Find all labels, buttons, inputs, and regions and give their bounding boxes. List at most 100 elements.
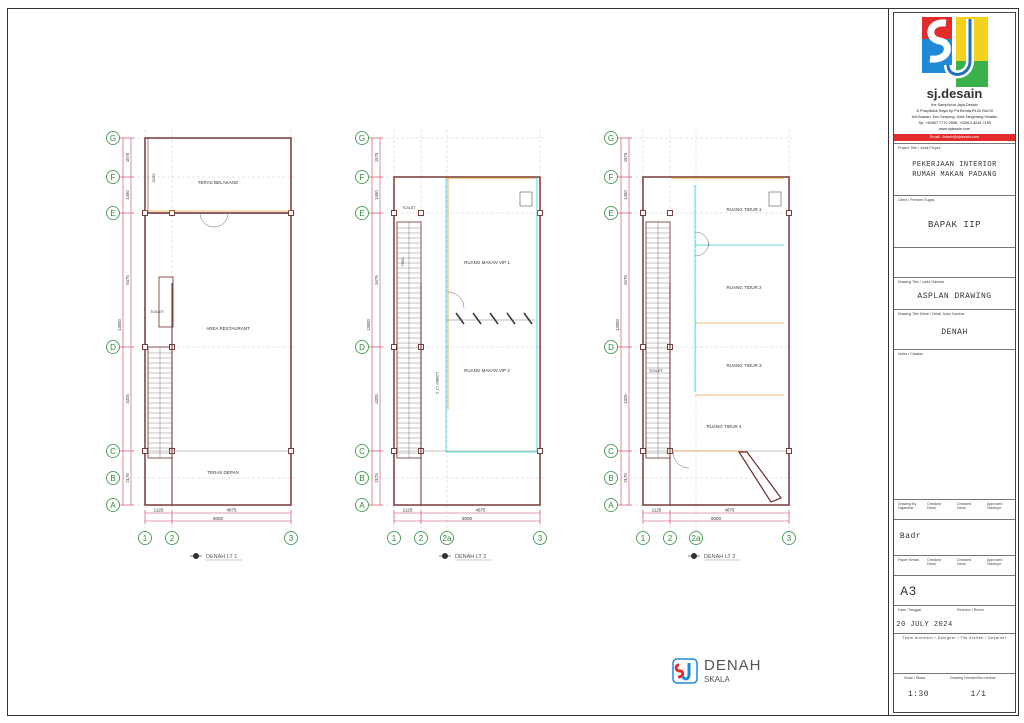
column-post [640,210,646,216]
door-swing-3 [672,451,690,469]
dim-left-3: 4325 [125,394,130,404]
grid-bubble-D [106,340,120,354]
grid-bubble-G [355,131,369,145]
room-label-tidur-3: RUANG TIDUR 3 [727,363,762,368]
grid-label-D: D [359,343,365,352]
grid-label-E: E [359,209,364,218]
column-post [667,210,673,216]
dim-total-height: 13000 [615,319,620,331]
grid-col-bubble-3 [533,531,547,545]
grid-col-bubble-2 [414,531,428,545]
grid-bubble-E [355,206,369,220]
grid-bubble-D [355,340,369,354]
drawn-by-label: Drawing By Digambar [898,502,917,510]
grid-label-B: B [110,474,115,483]
grid-label-E: E [110,209,115,218]
grid-label-F: F [609,173,614,182]
grid-bubble-F [355,170,369,184]
grid-label-C: C [608,447,614,456]
grid-label-F: F [360,173,365,182]
grid-col-label-1: 1 [392,534,397,543]
dim-bottom-total: 6000 [711,516,722,521]
project-label: Project Title / Judul Proyek [898,146,941,150]
drawn-by-header: Drawing By Digambar Checked Dicek Checke… [894,500,1015,520]
room-label-vip-1: RUANG MAKAN VIP 1 [464,260,510,265]
dim-left-4: 2175 [623,473,628,483]
company-address-2: Kel.Buaran, Kec.Serpong, Kota Tangerang … [911,115,998,119]
grid-label-C: C [359,447,365,456]
project-cell: Project Title / Judul Proyek PEKERJAAN I… [894,144,1015,196]
column-post [169,210,175,216]
grid-col-bubble-1 [636,531,650,545]
grid-label-D: D [608,343,614,352]
notes-cell: Notes / Catatan [894,350,1015,500]
drawing-title-label: Drawing Title / Judul Gambar [898,280,945,284]
grid-bubble-G [604,131,618,145]
outer-wall [144,137,292,506]
ac-unit [519,191,533,207]
column-post [418,210,424,216]
dim-bottom-2: 4875 [724,508,735,513]
grid-bubble-A [106,498,120,512]
dim-bottom-1: 1125 [154,508,164,513]
paper-size: A3 [900,584,917,599]
grid-col-label-3: 3 [289,534,294,543]
drawing-title: ASPLAN DRAWING [917,292,992,301]
door-swing [447,291,465,309]
stamp-title: DENAH [704,657,762,674]
paper-cell: A3 [894,576,1015,606]
dim-left-4: 2175 [374,473,379,483]
dim-left-3: 4325 [374,394,379,404]
sj-desain-logo-icon [922,17,988,87]
balcony-diagonal [737,451,782,503]
grid-label-B: B [608,474,613,483]
grid-col-label-1: 1 [641,534,646,543]
grid-label-D: D [110,343,116,352]
grid-bubble-E [106,206,120,220]
room-label-vip-2: RUANG MAKAN VIP 2 [464,368,510,373]
client-name: BAPAK IIP [927,220,982,230]
room-label-area-restaurant: AREA RESTAURANT [206,326,250,331]
dim-left-1: 1450 [623,190,628,200]
toilet-room [158,276,174,328]
grid-col-label-2: 2 [668,534,673,543]
company-name: sj.desain [926,86,983,101]
column-post [288,210,294,216]
outer-wall [393,176,541,506]
date-cell: Date / Tanggal Revision / Revisi 20 JULY… [894,606,1015,634]
company-website: www.sjdesain.com [938,127,971,131]
scale-value: 1:30 [907,690,930,699]
folding-door-leaf [489,312,499,325]
drawing-title-cell: Drawing Title / Judul Gambar ASPLAN DRAW… [894,278,1015,310]
dim-left-1: 1450 [125,190,130,200]
column-post [640,344,646,350]
door-swing-2 [694,241,710,257]
grid-col-bubble-2a [440,531,454,545]
sheet-number: 1/1 [970,690,987,699]
room-label-tidur-4: RUANG TIDUR 4 [707,424,742,429]
company-legal: the SampUrna.Jaya.Desain [931,103,978,107]
sheet-frame [7,8,1019,716]
door-swing-1 [694,231,710,247]
dim-bottom-1: 1125 [403,508,413,513]
grid-label-G: G [110,134,116,143]
project-line-1: PEKERJAAN INTERIOR [912,161,997,169]
grid-col-bubble-2a [689,531,703,545]
grid-label-B: B [359,474,364,483]
outer-wall [642,176,790,506]
scale-cell: Scale / Skala Drawing Number/No Lembar 1… [894,674,1015,712]
team-cell: Team Architect / Designer / Tim Arsitek … [894,634,1015,674]
grid-bubble-C [106,444,120,458]
grid-label-F: F [111,173,116,182]
grid-bubble-F [604,170,618,184]
checked-label-3: Checked Dicek [927,558,942,566]
checked-label-2: Checked Dicek [957,502,972,510]
plan-caption: DENAH LT 3 [704,554,735,560]
dim-total-height: 13000 [117,319,122,331]
checked-label-1: Checked Dicek [927,502,942,510]
stamp-subtitle: SKALA [704,675,730,684]
dim-side: 7500 [400,257,405,267]
